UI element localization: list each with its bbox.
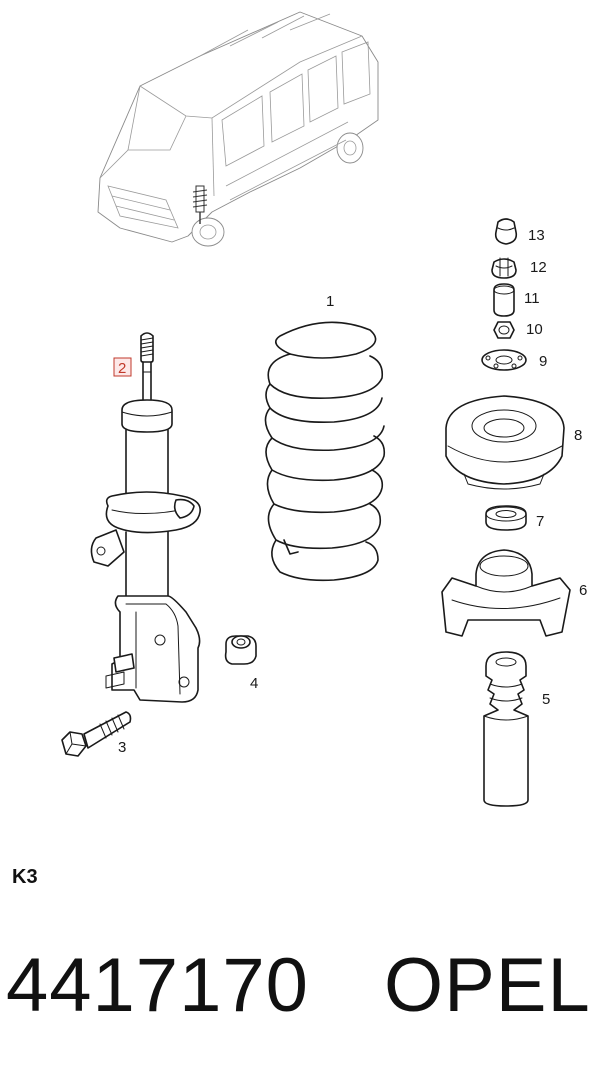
callout-2-highlight-box (113, 357, 132, 377)
part-3-bolt[interactable] (61, 711, 132, 757)
van-illustration (97, 11, 379, 247)
part-4-bushing[interactable] (224, 635, 257, 665)
part-6-spring-seat[interactable] (441, 549, 571, 637)
callout-4[interactable]: 4 (250, 675, 258, 692)
part-8-top-mount[interactable] (445, 395, 565, 490)
group-code-label: K3 (12, 866, 38, 888)
part-7-bearing[interactable] (485, 505, 527, 531)
part-12-nut[interactable] (491, 257, 517, 279)
part-13-cap[interactable] (494, 218, 518, 245)
callout-1[interactable]: 1 (326, 293, 334, 310)
callout-2[interactable]: 2 (118, 360, 126, 377)
part-5-bump-stop[interactable] (483, 651, 529, 807)
callout-12[interactable]: 12 (530, 259, 547, 276)
callout-10[interactable]: 10 (526, 321, 543, 338)
callout-6[interactable]: 6 (579, 582, 587, 599)
callout-7[interactable]: 7 (536, 513, 544, 530)
callout-9[interactable]: 9 (539, 353, 547, 370)
callout-13[interactable]: 13 (528, 227, 545, 244)
callout-11[interactable]: 11 (524, 290, 540, 307)
part-number: 4417170 (6, 943, 309, 1028)
part-11-sleeve[interactable] (493, 283, 515, 317)
van-strut-marker (192, 185, 208, 224)
brand-name: OPEL (384, 943, 591, 1028)
callout-3[interactable]: 3 (118, 739, 126, 756)
callout-labels: 1 2 3 4 5 6 7 8 9 10 11 12 13 (113, 227, 587, 756)
callout-5[interactable]: 5 (542, 691, 550, 708)
part-9-washer[interactable] (481, 349, 527, 371)
part-2-strut[interactable] (90, 332, 201, 703)
part-1-coil-spring[interactable] (264, 321, 386, 582)
part-10-nut[interactable] (493, 321, 515, 339)
callout-8[interactable]: 8 (574, 427, 582, 444)
